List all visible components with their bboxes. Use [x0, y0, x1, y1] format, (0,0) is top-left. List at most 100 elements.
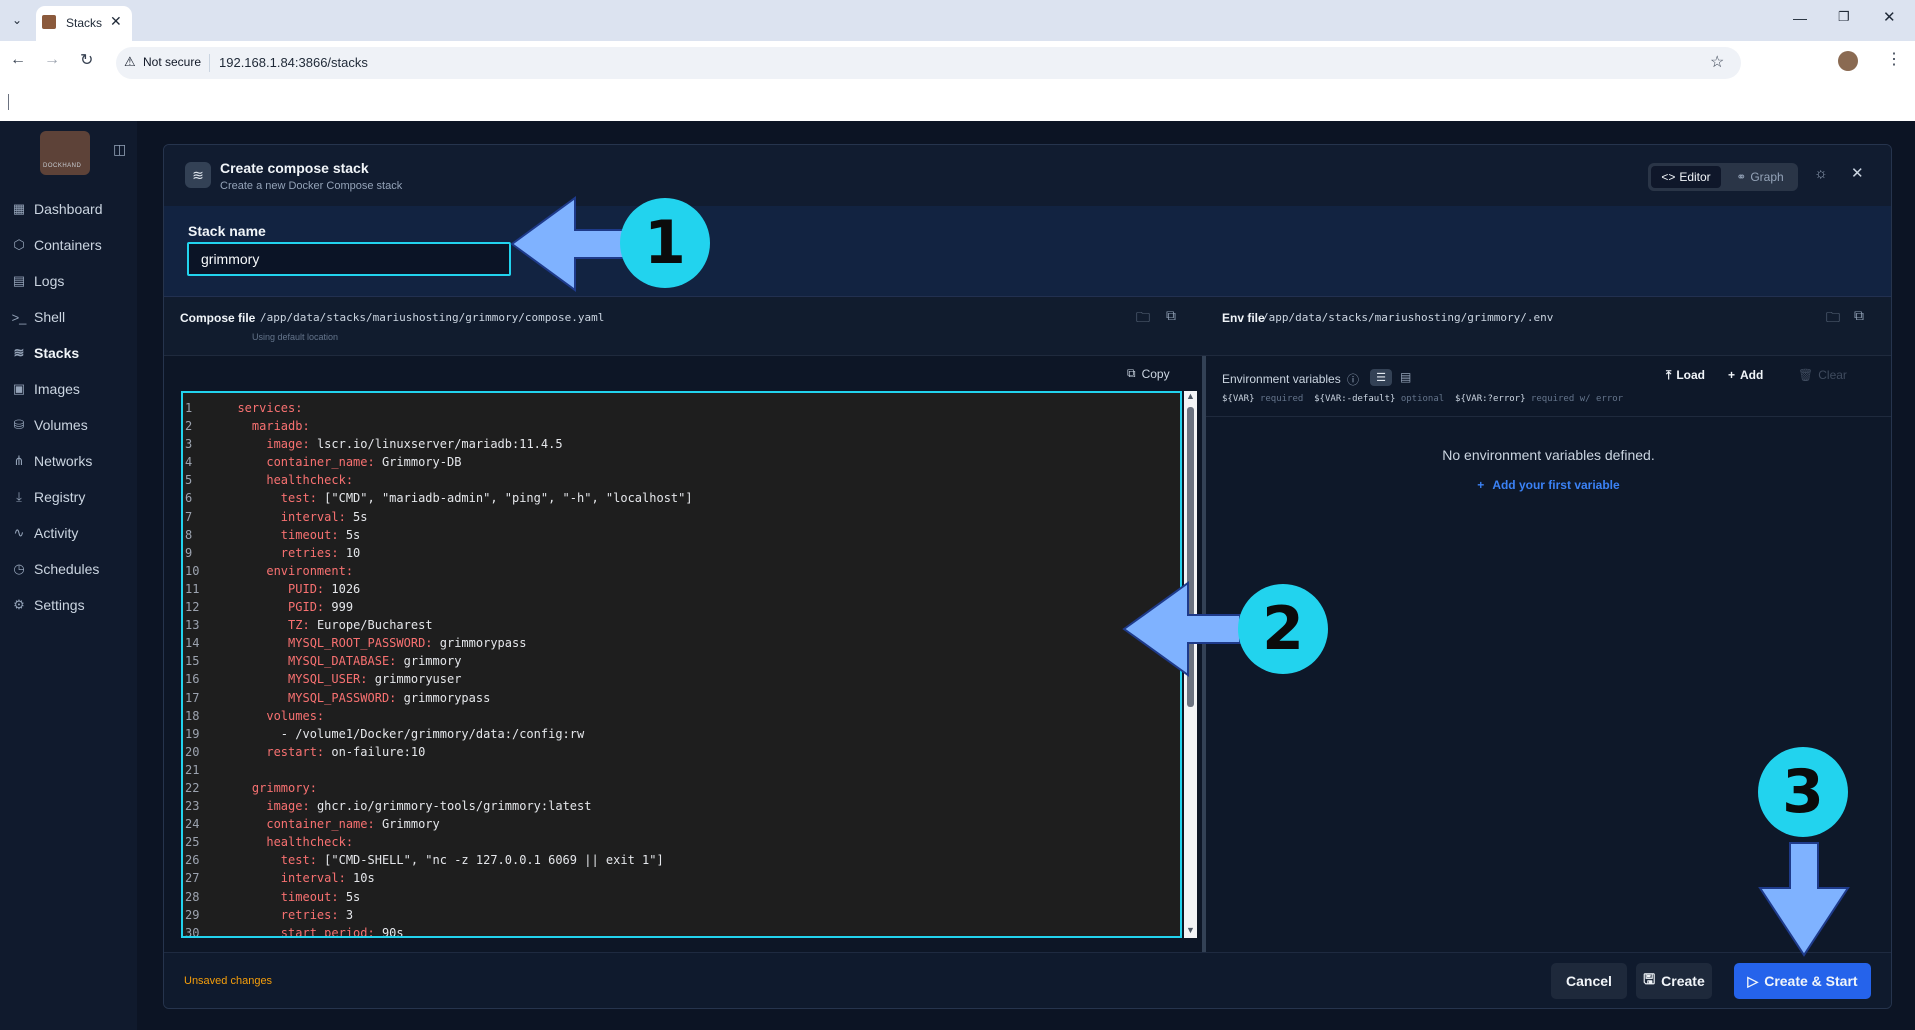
code-line: 16 MYSQL_USER: grimmoryuser	[185, 670, 1182, 688]
code-line: 6 test: ["CMD", "mariadb-admin", "ping",…	[185, 489, 1182, 507]
view-toggle: <>Editor ⚭Graph	[1648, 163, 1798, 191]
create-button[interactable]: 🖫Create	[1636, 963, 1712, 999]
text-view-icon[interactable]: ▤	[1400, 370, 1412, 384]
sidebar-item-containers[interactable]: ⬡Containers	[10, 232, 130, 258]
sidebar-item-settings[interactable]: ⚙Settings	[10, 592, 130, 618]
env-file-path[interactable]: /app/data/stacks/mariushosting/grimmory/…	[1262, 311, 1554, 324]
sidebar-item-dashboard[interactable]: ▦Dashboard	[10, 196, 130, 222]
line-number: 10	[185, 563, 200, 578]
panel-resizer[interactable]	[1202, 356, 1206, 952]
graph-icon: ⚭	[1736, 170, 1747, 184]
sidebar-item-shell[interactable]: >_Shell	[10, 304, 130, 330]
stack-name-value[interactable]: grimmory	[201, 251, 260, 267]
syntax-code: ${VAR:-default}	[1314, 394, 1396, 404]
scroll-down-icon[interactable]: ▼	[1186, 925, 1195, 935]
add-button[interactable]: +Add	[1728, 368, 1763, 382]
upload-icon: ⤒	[1666, 368, 1672, 382]
code-line: 7 interval: 5s	[185, 508, 1182, 526]
copy-button[interactable]: ⧉Copy	[1127, 366, 1170, 381]
favicon-icon	[42, 15, 56, 29]
security-label[interactable]: Not secure	[143, 55, 202, 69]
editor-scrollbar[interactable]: ▲ ▼	[1184, 391, 1197, 938]
sidebar-item-logs[interactable]: ▤Logs	[10, 268, 130, 294]
add-first-variable-link[interactable]: +Add your first variable	[1206, 478, 1891, 492]
load-label: Load	[1676, 368, 1705, 382]
list-view-icon[interactable]: ☰	[1370, 369, 1392, 386]
url-text[interactable]: 192.168.1.84:3866/stacks	[219, 55, 368, 70]
copy-path-icon[interactable]: ⧉	[1166, 307, 1176, 323]
play-icon: ▷	[1747, 972, 1759, 989]
yaml-key: PUID:	[288, 581, 325, 596]
create-and-start-button[interactable]: ▷ Create & Start	[1734, 963, 1871, 999]
dialog-close-icon[interactable]: ✕	[1851, 165, 1864, 182]
clear-button[interactable]: 🗑Clear	[1798, 368, 1847, 382]
plus-icon: +	[1477, 478, 1485, 492]
yaml-key: interval:	[280, 871, 346, 886]
line-number: 16	[185, 672, 200, 687]
browser-tab-stacks[interactable]: Stacks ✕	[36, 6, 132, 41]
back-icon[interactable]: ←	[10, 51, 26, 68]
reload-icon[interactable]: ↻	[80, 52, 94, 69]
code-line: 3 image: lscr.io/linuxserver/mariadb:11.…	[185, 435, 1182, 453]
code-line: 4 container_name: Grimmory-DB	[185, 453, 1182, 471]
line-number: 19	[185, 726, 200, 741]
sidebar-item-stacks[interactable]: ≋Stacks	[10, 340, 130, 366]
minimize-icon[interactable]: —	[1793, 10, 1807, 26]
env-folder-icon[interactable]: 🗀	[1826, 309, 1840, 325]
yaml-value: - /volume1/Docker/grimmory/data:/config:…	[280, 726, 585, 741]
window-close-icon[interactable]: ✕	[1883, 9, 1896, 26]
callout-2: 2	[1238, 584, 1328, 674]
address-bar[interactable]: ⚠ Not secure 192.168.1.84:3866/stacks ☆	[116, 47, 1741, 79]
compose-code-editor[interactable]: 1 services:2 mariadb:3 image: lscr.io/li…	[181, 391, 1182, 938]
yaml-key: grimmory:	[251, 780, 317, 795]
tab-close-icon[interactable]: ✕	[110, 13, 122, 29]
sidebar-item-registry[interactable]: ⤓Registry	[10, 484, 130, 510]
sidebar-item-images[interactable]: ▣Images	[10, 376, 130, 402]
tab-search-icon[interactable]: ⌄	[11, 13, 23, 27]
yaml-key: MYSQL_USER:	[288, 672, 368, 687]
sidebar-item-activity[interactable]: ∿Activity	[10, 520, 130, 546]
yaml-key: mariadb:	[251, 419, 310, 434]
menu-kebab-icon[interactable]: ⋮	[1886, 51, 1902, 68]
sidebar-item-volumes[interactable]: ⛁Volumes	[10, 412, 130, 438]
sidebar-item-schedules[interactable]: ◷Schedules	[10, 556, 130, 582]
theme-sun-icon[interactable]: ☼	[1814, 165, 1828, 182]
stack-name-input[interactable]: grimmory	[187, 242, 511, 276]
app-logo[interactable]: DOCKHAND	[40, 131, 90, 175]
scrollbar-thumb[interactable]	[1187, 407, 1194, 707]
code-line: 30 start_period: 90s	[185, 924, 1182, 938]
folder-icon[interactable]: 🗀	[1136, 309, 1150, 325]
callout-3: 3	[1758, 747, 1848, 837]
help-circle-icon[interactable]: ⓘ	[1347, 373, 1360, 387]
tab-graph-label: Graph	[1750, 170, 1784, 184]
tab-graph[interactable]: ⚭Graph	[1726, 166, 1794, 188]
profile-avatar[interactable]	[1838, 51, 1858, 71]
yaml-key: environment:	[266, 563, 354, 578]
tab-editor[interactable]: <>Editor	[1651, 166, 1721, 188]
yaml-key: MYSQL_ROOT_PASSWORD:	[288, 636, 433, 651]
line-number: 26	[185, 853, 200, 868]
scroll-up-icon[interactable]: ▲	[1186, 391, 1195, 401]
yaml-key: TZ:	[288, 618, 310, 633]
create-start-label: Create & Start	[1764, 973, 1858, 989]
load-button[interactable]: ⤒ Load	[1666, 368, 1705, 383]
nav-label: Images	[34, 381, 80, 397]
compose-file-path[interactable]: /app/data/stacks/mariushosting/grimmory/…	[260, 311, 605, 324]
yaml-key: retries:	[280, 907, 339, 922]
sidebar-item-networks[interactable]: ⋔Networks	[10, 448, 130, 474]
yaml-key: test:	[280, 853, 317, 868]
bookmark-star-icon[interactable]: ☆	[1710, 54, 1725, 71]
line-number: 23	[185, 799, 200, 814]
code-line: 19 - /volume1/Docker/grimmory/data:/conf…	[185, 725, 1182, 743]
create-stack-dialog: ≋ Create compose stack Create a new Dock…	[163, 144, 1892, 1009]
trash-icon: 🗑	[1798, 368, 1814, 382]
dialog-title: Create compose stack	[220, 160, 369, 176]
forward-icon[interactable]: →	[44, 51, 60, 68]
code-line: 12 PGID: 999	[185, 598, 1182, 616]
line-number: 6	[185, 491, 193, 506]
yaml-key: timeout:	[280, 527, 339, 542]
sidebar-collapse-icon[interactable]: ◫	[113, 141, 127, 157]
env-copy-path-icon[interactable]: ⧉	[1854, 307, 1864, 323]
cancel-button[interactable]: Cancel	[1551, 963, 1627, 999]
restore-icon[interactable]: ❐	[1838, 9, 1850, 24]
